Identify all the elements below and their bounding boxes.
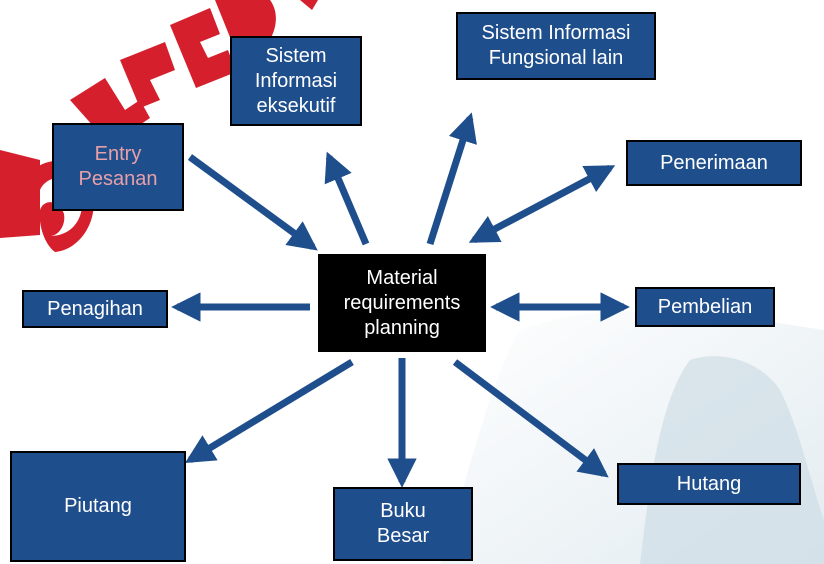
background-figure <box>640 356 824 564</box>
node-buku-besar: Buku Besar <box>333 487 473 561</box>
arrow-to-sistem-informasi-fungsional <box>426 112 477 246</box>
node-label: Material requirements planning <box>343 266 461 339</box>
arrow-to-hutang <box>452 359 609 478</box>
arrow-penerimaan <box>468 164 616 244</box>
watermark-letter <box>120 42 175 108</box>
node-label: Hutang <box>676 472 742 495</box>
node-label: Entry Pesanan <box>78 143 158 190</box>
node-label: Sistem Informasi eksekutif <box>254 44 338 117</box>
node-label: Penagihan <box>47 297 143 320</box>
node-label: Buku Besar <box>376 500 430 547</box>
arrow-to-piutang <box>184 359 354 464</box>
node-hutang: Hutang <box>617 463 801 505</box>
node-penagihan: Penagihan <box>22 290 168 328</box>
node-sistem-informasi-fungsional-lain: Sistem Informasi Fungsional lain <box>456 12 656 80</box>
node-label: Penerimaan <box>660 151 768 174</box>
node-material-requirements-planning: Material requirements planning <box>318 254 486 352</box>
watermark-letter <box>170 8 236 88</box>
watermark-letter <box>300 0 318 10</box>
node-sistem-informasi-eksekutif: Sistem Informasi eksekutif <box>230 36 362 126</box>
node-piutang: Piutang <box>10 451 186 562</box>
arrow-from-entry-pesanan <box>187 154 318 251</box>
arrow-to-sistem-informasi-eksekutif <box>324 151 370 246</box>
node-penerimaan: Penerimaan <box>626 140 802 186</box>
watermark-letter <box>0 150 40 238</box>
node-label: Piutang <box>64 495 132 517</box>
node-label: Sistem Informasi Fungsional lain <box>481 22 631 69</box>
node-label: Pembelian <box>657 295 753 318</box>
node-entry-pesanan: Entry Pesanan <box>52 123 184 211</box>
node-pembelian: Pembelian <box>635 287 775 327</box>
